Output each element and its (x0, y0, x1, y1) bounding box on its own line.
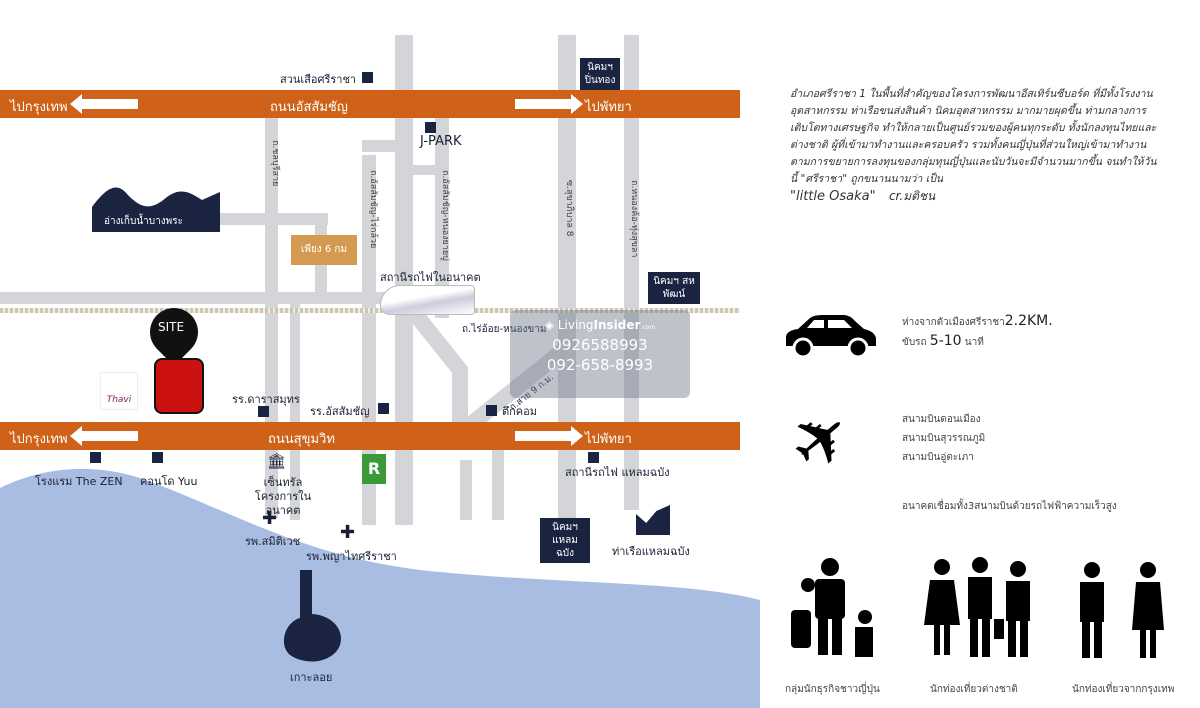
to-bangkok-label: ไปกรุงเทพ (10, 100, 68, 115)
hospital-cross-icon: ✚ (262, 508, 278, 529)
road-label: ถ.หนองค้อ-ทุ่งสุขลา (629, 180, 639, 258)
top-main-road: ไปกรุงเทพ ถนนอัสสัมชัญ ไปพัทยา (0, 90, 740, 118)
watermark: ◈ LivingInsider.com 0926588993 092-658-8… (510, 310, 690, 398)
arrow-left-icon (70, 94, 138, 114)
park-marker (362, 72, 373, 83)
phone: 092-658-8993 (546, 356, 654, 374)
building-icon: 🏛 (267, 452, 287, 470)
airport-note: อนาคตเชื่อมทั้ง3สนามบินด้วยรถไฟฟ้าความเร… (902, 501, 1117, 512)
school-marker (258, 406, 269, 417)
airport-item: สนามบินดอนเมือง (902, 414, 981, 425)
distance-sign: เพียง 6 กม (291, 235, 357, 265)
bottom-main-road: ไปกรุงเทพ ถนนสุขุมวิท ไปพัทยา (0, 422, 740, 450)
island-label: เกาะลอย (290, 671, 333, 684)
people-caption: นักท่องเที่ยวจากกรุงเทพ (1072, 684, 1175, 695)
time-value: 5-10 (929, 333, 962, 349)
industrial-pinthong: นิคมฯ ปิ่นทอง (580, 58, 620, 90)
jpark-marker (425, 122, 436, 133)
brand: Living (557, 318, 594, 332)
island-shape (283, 570, 341, 662)
road-label: ถ.ชลบุรีสาย (270, 140, 280, 187)
train-icon (380, 285, 475, 315)
car-text: ขับรถ (902, 337, 927, 348)
car-text: นาที (964, 337, 984, 348)
site-label: SITE (158, 320, 185, 334)
car-info: ห่างจากตัวเมืองศรีราชา2.2KM. ขับรถ 5-10 … (902, 312, 1053, 352)
brand: Insider (593, 318, 641, 332)
school-label: รร.ดาราสมุทร (232, 393, 300, 406)
jpark-label: J-PARK (420, 134, 462, 149)
airplane-icon: ✈ (772, 389, 871, 491)
school-label: รร.อัสสัมชัญ (310, 405, 370, 418)
businessman-icon (791, 558, 873, 657)
road-name: ถนนอัสสัมชัญ (270, 100, 348, 115)
hospital-cross-icon: ✚ (340, 522, 356, 543)
central-label: เซ็นทรัล โครงการในอนาคต (254, 476, 312, 517)
description-quote: "little Osaka" (790, 189, 876, 204)
car-text: ห่างจากตัวเมืองศรีราชา (902, 317, 1005, 328)
airport-item: สนามบินอู่ตะเภา (902, 452, 974, 463)
sea (0, 468, 760, 708)
people-caption: นักท่องเที่ยวต่างชาติ (930, 684, 1018, 695)
future-station-label: สถานีรถไฟในอนาคต (380, 271, 481, 284)
distance-value: 2.2KM. (1004, 313, 1053, 329)
people-caption: กลุ่มนักธุรกิจชาวญี่ปุ่น (785, 684, 880, 695)
road-label: ถ.อัสสัมชัญ-ไร่กล้วย (368, 170, 378, 249)
railway (0, 308, 740, 313)
airport-list: สนามบินดอนเมือง สนามบินสุวรรณภูมิ สนามบิ… (902, 410, 985, 467)
car-icon (786, 315, 876, 359)
industrial-laemchabang: นิคมฯ แหลมฉบัง (540, 518, 590, 563)
tourists-icon (924, 557, 1030, 657)
arrow-right-icon (515, 426, 583, 446)
to-pattaya-label: ไปพัทยา (585, 100, 632, 115)
thavi-logo: Thavi (100, 372, 138, 410)
hotel-label: โรงแรม The ZEN (35, 475, 123, 488)
park-label: สวนเสือศรีราชา (280, 73, 357, 86)
robinson-logo-icon: R (362, 454, 386, 484)
living-insider-logo-icon: ◈ (544, 318, 558, 332)
description-credit: cr.มติชน (888, 189, 936, 203)
arrow-right-icon (515, 94, 583, 114)
hospital-label: รพ.สมิติเวช (245, 535, 301, 548)
industrial-sahapat: นิคมฯ สหพัฒน์ (648, 272, 700, 304)
station-lc-label: สถานีรถไฟ แหลมฉบัง (565, 466, 670, 479)
to-bangkok-label: ไปกรุงเทพ (10, 432, 68, 447)
road-label: ซ.สุขาภิบาล 8 (564, 180, 574, 237)
site-building (154, 358, 204, 414)
reservoir-label: อ่างเก็บน้ำบางพระ (104, 216, 183, 227)
phone: 0926588993 (552, 336, 648, 354)
brand-suffix: .com (640, 324, 656, 331)
locals-icon (1080, 562, 1164, 658)
arrow-left-icon (70, 426, 138, 446)
tukcom-marker (486, 405, 497, 416)
reservoir: อ่างเก็บน้ำบางพระ (92, 182, 220, 232)
hotel-marker (90, 452, 101, 463)
port-label: ท่าเรือแหลมฉบัง (612, 545, 690, 558)
road-label: ถ.อัสสัมชัญ-หนองยายบู่ (440, 170, 450, 261)
hospital-label: รพ.พญาไทศรีราชา (306, 550, 397, 563)
road-name: ถนนสุขุมวิท (268, 432, 335, 447)
condo-marker (152, 452, 163, 463)
to-pattaya-label: ไปพัทยา (585, 432, 632, 447)
airport-item: สนามบินสุวรรณภูมิ (902, 433, 986, 444)
road-label: ถ.ไร่อ้อย-หนองขาม (462, 324, 547, 335)
station-marker (588, 452, 599, 463)
description-text: อำเภอศรีราชา 1 ในพื้นที่สำคัญของโครงการพ… (790, 88, 1157, 185)
description: อำเภอศรีราชา 1 ในพื้นที่สำคัญของโครงการพ… (790, 86, 1160, 206)
tukcom-label: ตึกคอม (502, 405, 538, 418)
school-marker (378, 403, 389, 414)
condo-label: คอนโด Yuu (140, 475, 198, 488)
